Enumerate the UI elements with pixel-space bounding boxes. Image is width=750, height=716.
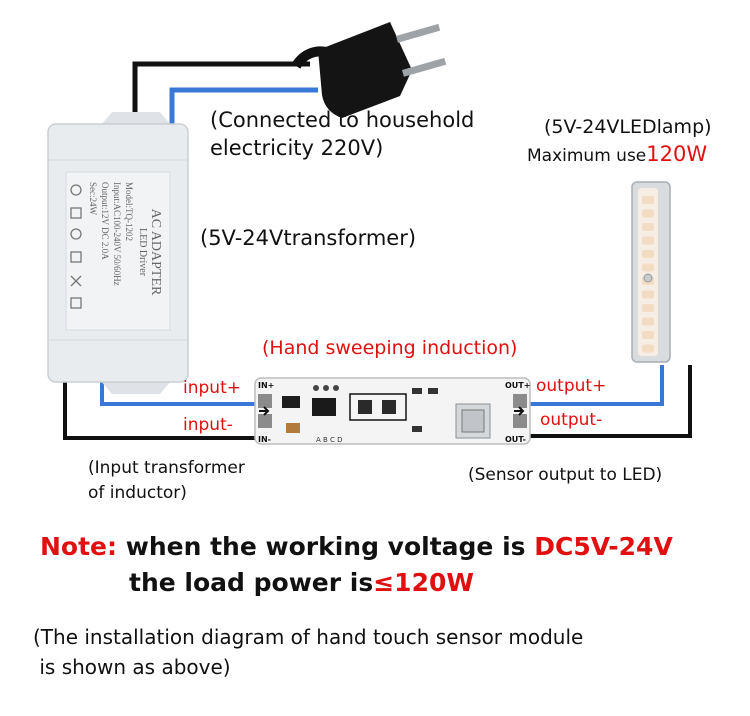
lamp-caption-line2: Maximum use120W: [527, 142, 707, 166]
wiring-diagram: AC ADAPTER LED Driver Model:TQ-1202 Inpu…: [47, 22, 692, 445]
input-plus-label: input+: [183, 378, 241, 398]
cert-icon-2: [70, 207, 82, 219]
lamp-sensor-eye: [643, 273, 653, 283]
plug-prong-top: [396, 23, 441, 43]
test-point-2: [323, 385, 329, 391]
plug-caption-line2: electricity 220V): [210, 136, 384, 160]
pcb-in-plus: IN+: [258, 381, 274, 390]
cert-icon-5: [70, 275, 82, 287]
adapter-subtitle: LED Driver: [137, 228, 148, 277]
lamp-led: [642, 344, 654, 353]
wires: [63, 61, 692, 440]
mosfet-tab: [461, 409, 485, 433]
capacitor: [286, 423, 300, 433]
lamp-led: [642, 250, 654, 258]
arrow-in-icon: [259, 406, 270, 416]
power-plug: [291, 22, 447, 118]
pad-out-plus: [513, 394, 527, 408]
adapter-tab-top: [100, 112, 172, 126]
output-note: (Sensor output to LED): [468, 465, 663, 485]
led-lamp: [631, 181, 671, 363]
blue-wire-plug-to-adapter: [169, 87, 318, 124]
blue-wire-input-plus: [100, 382, 258, 406]
lamp-led: [642, 196, 654, 204]
transformer-caption: (5V-24Vtransformer): [200, 226, 417, 250]
resistor-2: [428, 388, 438, 394]
plug-caption-line1: (Connected to household: [210, 108, 475, 132]
lamp-led: [642, 263, 654, 272]
note-line2: the load power is≤120W: [129, 568, 474, 597]
input-note-line2: of inductor): [88, 483, 187, 503]
output-plus-label: output+: [536, 376, 607, 396]
adapter-rotated-text: AC ADAPTER LED Driver Model:TQ-1202 Inpu…: [88, 182, 163, 296]
test-point-3: [333, 385, 339, 391]
adapter-input: Input:AC100-240V 50/60Hz: [112, 182, 122, 286]
resistor-3: [412, 426, 422, 432]
lamp-led: [642, 223, 654, 231]
adapter-output: Output:12V DC 2.0A: [100, 182, 110, 260]
lamp-led: [642, 331, 654, 339]
cert-icon-6: [70, 297, 82, 309]
lamp-led: [642, 317, 654, 326]
input-minus-label: input-: [183, 415, 233, 435]
plug-prong-bottom: [401, 57, 447, 77]
sensor-caption: (Hand sweeping induction): [262, 337, 518, 359]
lamp-led: [642, 209, 654, 218]
note-prefix: Note:: [40, 532, 118, 561]
cert-icon-1: [70, 184, 82, 196]
pcb-in-minus: IN-: [258, 435, 271, 444]
ir-sensor-frame: [349, 393, 407, 421]
lamp-caption-value: 120W: [646, 142, 708, 166]
lamp-led: [642, 304, 654, 312]
adapter-title: AC ADAPTER: [148, 209, 163, 296]
ic-chip: [312, 398, 336, 416]
regulator-chip: [282, 396, 300, 408]
note-line2-value: ≤120W: [373, 568, 474, 597]
note-line1: Note: when the working voltage is DC5V-2…: [40, 532, 673, 561]
note-line2-text: the load power is: [129, 568, 374, 597]
ir-emitter: [358, 400, 372, 414]
ac-adapter: AC ADAPTER LED Driver Model:TQ-1202 Inpu…: [47, 112, 189, 394]
black-wire-input-minus: [63, 382, 258, 440]
pad-in-minus: [258, 414, 272, 428]
plug-body: [318, 22, 412, 118]
lamp-caption-line1: (5V-24VLEDlamp): [544, 116, 712, 138]
black-wire-output-minus: [527, 365, 692, 438]
footer-line2: is shown as above): [33, 655, 231, 679]
sensor-pcb: IN+ IN- OUT+ OUT- A B C D: [254, 377, 531, 445]
lamp-led: [642, 290, 654, 299]
pcb-abcd: A B C D: [316, 436, 343, 444]
note-line1-text: when the working voltage is: [117, 532, 535, 561]
adapter-tab-bottom: [100, 380, 172, 394]
pad-out-minus: [513, 414, 527, 428]
pcb-out-minus: OUT-: [505, 435, 526, 444]
input-note-line1: (Input transformer: [88, 458, 245, 478]
cert-icon-4: [70, 251, 82, 263]
arrow-out-icon: [514, 406, 525, 416]
adapter-label-area: [65, 171, 171, 331]
ir-receiver: [382, 400, 396, 414]
blue-wire-output-plus: [527, 365, 664, 406]
output-minus-label: output-: [540, 410, 603, 430]
lamp-caption-prefix: Maximum use: [527, 146, 647, 166]
adapter-power: Sec:24W: [88, 182, 98, 215]
lamp-led: [642, 236, 654, 245]
cert-icon-3: [70, 228, 82, 240]
pcb-out-plus: OUT+: [505, 381, 530, 390]
pad-in-plus: [258, 394, 272, 408]
resistor-1: [412, 388, 422, 394]
adapter-model: Model:TQ-1202: [124, 182, 134, 241]
footer-line1: (The installation diagram of hand touch …: [33, 625, 584, 649]
test-point-1: [313, 385, 319, 391]
certification-icons: [70, 184, 82, 309]
note-line1-value: DC5V-24V: [534, 532, 673, 561]
black-wire-plug-to-adapter: [132, 61, 310, 124]
